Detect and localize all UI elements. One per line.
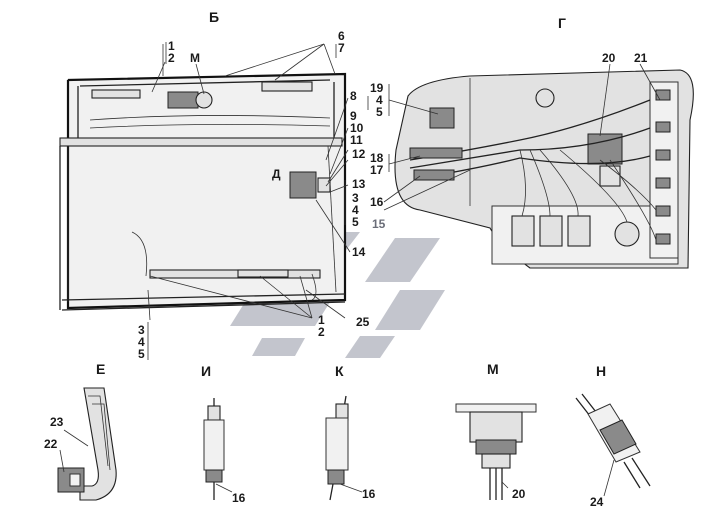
view-b-title: Б (209, 9, 219, 25)
view-b-cabinet (59, 72, 347, 311)
callout-b-1-top: 1 (168, 39, 175, 53)
callout-b-7: 7 (338, 41, 345, 55)
callout-b-6: 6 (338, 29, 345, 43)
detail-n-connector (575, 393, 651, 497)
view-g-leaders (383, 63, 661, 211)
callout-b-14: 14 (352, 245, 366, 259)
callout-g-19: 19 (370, 81, 384, 95)
callout-g-18: 18 (370, 151, 384, 165)
view-b-callouts: М Д 1 2 6 7 8 9 10 11 12 13 3 4 5 14 3 4… (138, 29, 370, 361)
view-m-title: М (487, 361, 499, 377)
callout-b-2-top: 2 (168, 51, 175, 65)
view-g-callouts: 19 4 5 18 17 16 15 20 21 (370, 51, 648, 231)
callout-g-15: 15 (372, 217, 386, 231)
callout-i-16: 16 (232, 491, 246, 505)
detail-i-connector (203, 398, 233, 500)
callout-b-4-bottom: 4 (138, 335, 145, 349)
view-g-title: Г (558, 15, 566, 31)
view-i-title: И (201, 363, 211, 379)
callout-e-23: 23 (50, 415, 64, 429)
callout-n-24: 24 (590, 495, 604, 509)
callout-b-4-right: 4 (352, 203, 359, 217)
detail-m-connector (455, 403, 537, 500)
callout-b-d: Д (272, 167, 281, 181)
callout-m-20: 20 (512, 487, 526, 501)
detail-callouts: 23 22 16 16 20 24 (44, 415, 604, 509)
view-b-leaders (147, 42, 369, 360)
callout-b-3-right: 3 (352, 191, 359, 205)
callout-b-5-right: 5 (352, 215, 359, 229)
callout-b-11: 11 (350, 133, 363, 147)
view-k-title: К (335, 363, 344, 379)
callout-b-2-bottom: 2 (318, 325, 325, 339)
detail-k-connector (325, 395, 363, 501)
callout-g-4: 4 (376, 93, 383, 107)
view-g-panel (394, 69, 694, 269)
callout-g-17: 17 (370, 163, 384, 177)
detail-e-fitting (57, 387, 117, 501)
callout-b-12: 12 (352, 147, 366, 161)
callout-b-5-bottom: 5 (138, 347, 145, 361)
callout-b-25: 25 (356, 315, 370, 329)
callout-g-5: 5 (376, 105, 383, 119)
view-e-title: Е (96, 361, 105, 377)
callout-b-9: 9 (350, 109, 357, 123)
view-n-title: Н (596, 363, 606, 379)
view-titles: Б Г Е И К М Н (96, 9, 606, 379)
callout-g-21: 21 (634, 51, 648, 65)
callout-b-8: 8 (350, 89, 357, 103)
callout-b-10: 10 (350, 121, 364, 135)
callout-b-1-bottom: 1 (318, 313, 325, 327)
callout-g-20: 20 (602, 51, 616, 65)
callout-b-13: 13 (352, 177, 366, 191)
callout-k-16: 16 (362, 487, 376, 501)
callout-e-22: 22 (44, 437, 58, 451)
callout-g-16: 16 (370, 195, 384, 209)
callout-b-3-bottom: 3 (138, 323, 145, 337)
callout-b-m: М (190, 51, 200, 65)
